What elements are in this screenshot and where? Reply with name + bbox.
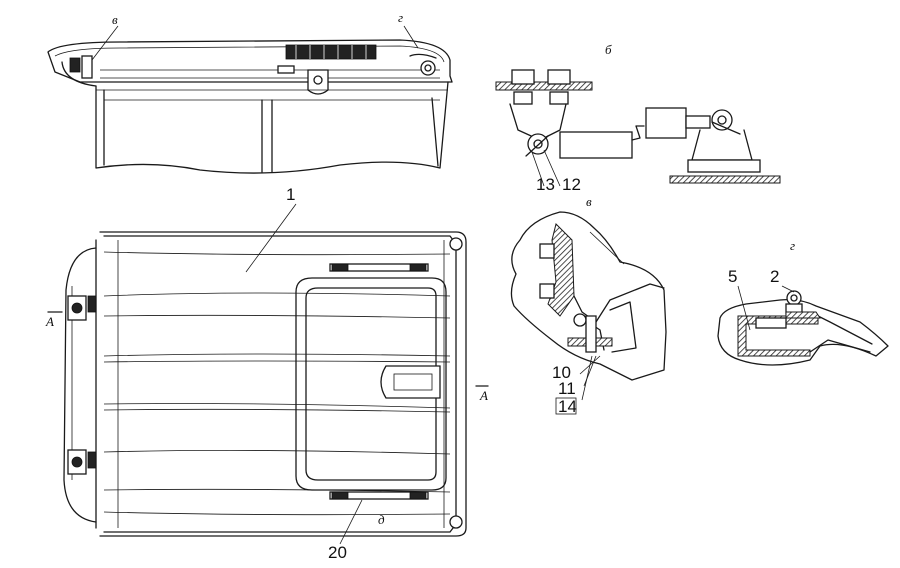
- view-label-v-top: в: [112, 12, 118, 27]
- roof-plan-view: [47, 231, 489, 537]
- callout-5: 5: [728, 267, 737, 286]
- detail-g-seal: [717, 285, 889, 366]
- callout-14: 14: [558, 397, 577, 416]
- view-label-g: г: [790, 238, 795, 253]
- detail-b-strut: [495, 69, 781, 187]
- callout-11: 11: [558, 379, 576, 398]
- section-mark-right: А: [479, 388, 488, 403]
- view-label-v: в: [586, 194, 592, 209]
- callout-20: 20: [328, 543, 347, 562]
- leader-v-top: [91, 25, 119, 61]
- callout-1: 1: [286, 185, 295, 204]
- leader-20: [339, 499, 363, 545]
- leader-g-top: [403, 25, 419, 49]
- callout-14-frame: [555, 397, 577, 415]
- detail-v-hinge: [510, 211, 667, 401]
- callout-10: 10: [552, 363, 571, 382]
- view-label-d: д: [378, 512, 385, 527]
- roof-side-view: [47, 39, 453, 174]
- callout-2: 2: [770, 267, 779, 286]
- callout-13: 13: [536, 175, 555, 194]
- leader-1: [245, 203, 297, 273]
- view-label-g-top: г: [398, 10, 403, 25]
- section-mark-left: А: [45, 314, 54, 329]
- callout-12: 12: [562, 175, 581, 194]
- view-label-b: б: [605, 42, 612, 57]
